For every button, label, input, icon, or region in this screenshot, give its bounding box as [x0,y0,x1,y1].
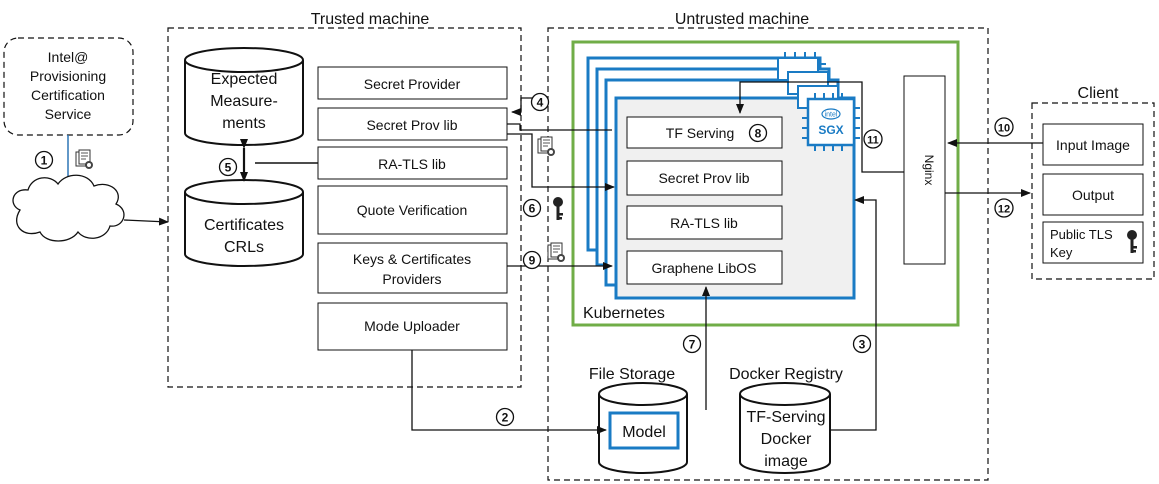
file-storage-title: File Storage [589,366,675,383]
trusted-machine-region [167,27,522,388]
intel-service-line3: Certification [31,87,105,103]
svg-text:3: 3 [859,338,866,352]
svg-text:intel: intel [825,112,838,119]
svg-text:Nginx: Nginx [922,155,936,186]
svg-text:11: 11 [867,135,879,147]
client-region [1031,102,1155,280]
kubernetes-label: Kubernetes [583,305,665,322]
step-1: 1 [34,150,54,170]
svg-text:CRLs: CRLs [224,239,264,256]
step-6: 6 [522,198,542,218]
svg-text:Model: Model [622,424,666,441]
svg-text:2: 2 [502,411,509,425]
svg-text:4: 4 [537,96,544,110]
ra-tls-lib-box: RA-TLS lib [317,146,508,180]
svg-text:7: 7 [689,338,696,352]
graphene-libos-box: Graphene LibOS [626,250,783,285]
svg-text:Certificates: Certificates [204,217,284,234]
input-image-box: Input Image [1042,123,1144,166]
svg-text:RA-TLS lib: RA-TLS lib [378,156,446,172]
cloud-icon [12,174,125,242]
svg-text:Mode Uploader: Mode Uploader [364,318,460,334]
svg-text:Keys & Certificates: Keys & Certificates [353,251,471,267]
output-box: Output [1042,173,1144,216]
enclave-secret-prov-lib-box: Secret Prov lib [626,160,783,196]
connectors [411,81,1043,434]
svg-text:TF-Serving: TF-Serving [746,409,825,426]
intel-service-line1: Intel@ [48,49,89,65]
step-7: 7 [682,334,702,354]
step-10: 10 [994,117,1014,137]
svg-text:Secret Provider: Secret Provider [364,76,461,92]
step-4: 4 [530,92,550,112]
intel-provisioning-service: Intel@ Provisioning Certification Servic… [3,37,134,136]
step-5: 5 [218,157,238,177]
svg-text:image: image [764,453,808,470]
svg-text:Input Image: Input Image [1056,137,1130,153]
step-12: 12 [994,198,1014,218]
secret-prov-lib-box: Secret Prov lib [317,107,508,141]
certificate-icon [75,149,94,170]
svg-text:RA-TLS lib: RA-TLS lib [670,215,738,231]
untrusted-machine-region [547,27,989,481]
enclave-ra-tls-lib-box: RA-TLS lib [626,205,783,240]
svg-text:Secret Prov lib: Secret Prov lib [366,117,457,133]
certificate-icon [547,242,566,263]
svg-text:10: 10 [998,123,1010,135]
sgx-label: SGX [818,123,843,137]
certificates-crls-db: Certificates CRLs [184,179,304,267]
svg-text:Providers: Providers [382,271,441,287]
step-3: 3 [852,334,872,354]
public-tls-key-box: Public TLS Key [1042,221,1144,264]
nginx-box: Nginx [903,75,946,265]
svg-text:12: 12 [998,204,1010,216]
step-2: 2 [495,407,515,427]
step-9: 9 [522,250,542,270]
mode-uploader-box: Mode Uploader [317,302,508,351]
step-11: 11 [863,129,883,149]
svg-text:Expected: Expected [211,71,278,88]
svg-text:Output: Output [1072,187,1114,203]
certificate-icon [537,136,556,157]
file-storage-db: Model [598,382,688,474]
docker-registry-db: TF-Serving Docker image [739,382,831,474]
quote-verification-box: Quote Verification [317,185,508,235]
svg-text:8: 8 [755,127,762,141]
svg-text:TF Serving: TF Serving [666,125,734,141]
intel-service-line2: Provisioning [30,68,106,84]
tf-serving-box: TF Serving 8 [626,116,783,149]
svg-text:Secret Prov lib: Secret Prov lib [658,170,749,186]
svg-text:Public TLS: Public TLS [1050,227,1113,242]
client-title: Client [1078,85,1119,102]
svg-text:Measure-: Measure- [210,93,278,110]
docker-registry-title: Docker Registry [729,366,843,383]
key-icon [553,197,563,220]
trusted-machine-title: Trusted machine [311,11,430,28]
svg-text:6: 6 [529,202,536,216]
intel-service-line4: Service [45,106,92,122]
svg-text:Key: Key [1050,245,1073,260]
expected-measurements-db: Expected Measure- ments [184,47,304,146]
svg-text:Graphene LibOS: Graphene LibOS [651,260,756,276]
svg-text:9: 9 [529,254,536,268]
sgx-chip-icon: intel SGX [777,52,860,151]
model-box [608,411,680,450]
svg-text:5: 5 [225,161,232,175]
svg-text:Docker: Docker [761,431,812,448]
svg-text:ments: ments [222,115,266,132]
svg-text:1: 1 [41,154,48,168]
secret-provider-box: Secret Provider [317,66,508,100]
keys-certificates-providers-box: Keys & Certificates Providers [317,242,508,294]
untrusted-machine-title: Untrusted machine [675,11,809,28]
step-8 [748,123,768,143]
svg-text:Quote Verification: Quote Verification [357,202,468,218]
